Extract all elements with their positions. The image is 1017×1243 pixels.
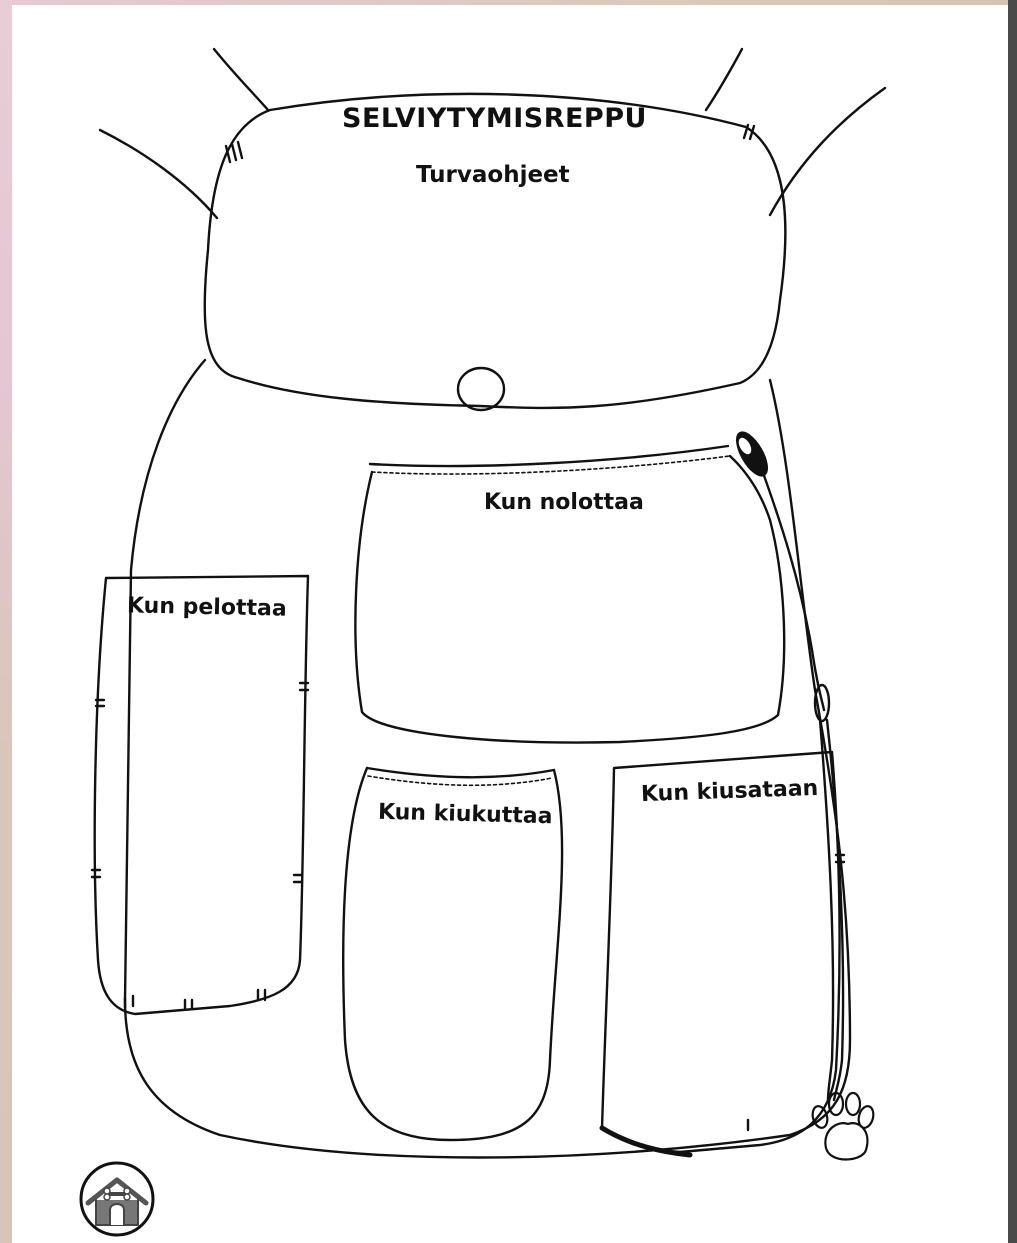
background-left	[0, 0, 12, 1243]
backpack-flap	[205, 94, 786, 408]
pocket-label-kiukuttaa: Kun kiukuttaa	[378, 800, 553, 830]
pocket-label-nolottaa: Kun nolottaa	[484, 490, 644, 515]
paw-print-icon	[810, 1093, 875, 1160]
viewer-edge	[1008, 0, 1017, 1243]
pocket-nolottaa	[355, 428, 824, 742]
pocket-pelottaa	[92, 576, 308, 1014]
flap-button	[458, 368, 504, 410]
pocket-kiusataan	[602, 752, 844, 1155]
pocket-label-pelottaa: Kun pelottaa	[127, 593, 287, 621]
worksheet-page: SELVIYTYMISREPPU Turvaohjeet Kun nolotta…	[12, 5, 1008, 1243]
worksheet-subtitle: Turvaohjeet	[416, 162, 570, 188]
worksheet-title: SELVIYTYMISREPPU	[342, 103, 647, 134]
doghouse-icon	[81, 1163, 153, 1235]
backpack-drawing	[12, 5, 1008, 1243]
